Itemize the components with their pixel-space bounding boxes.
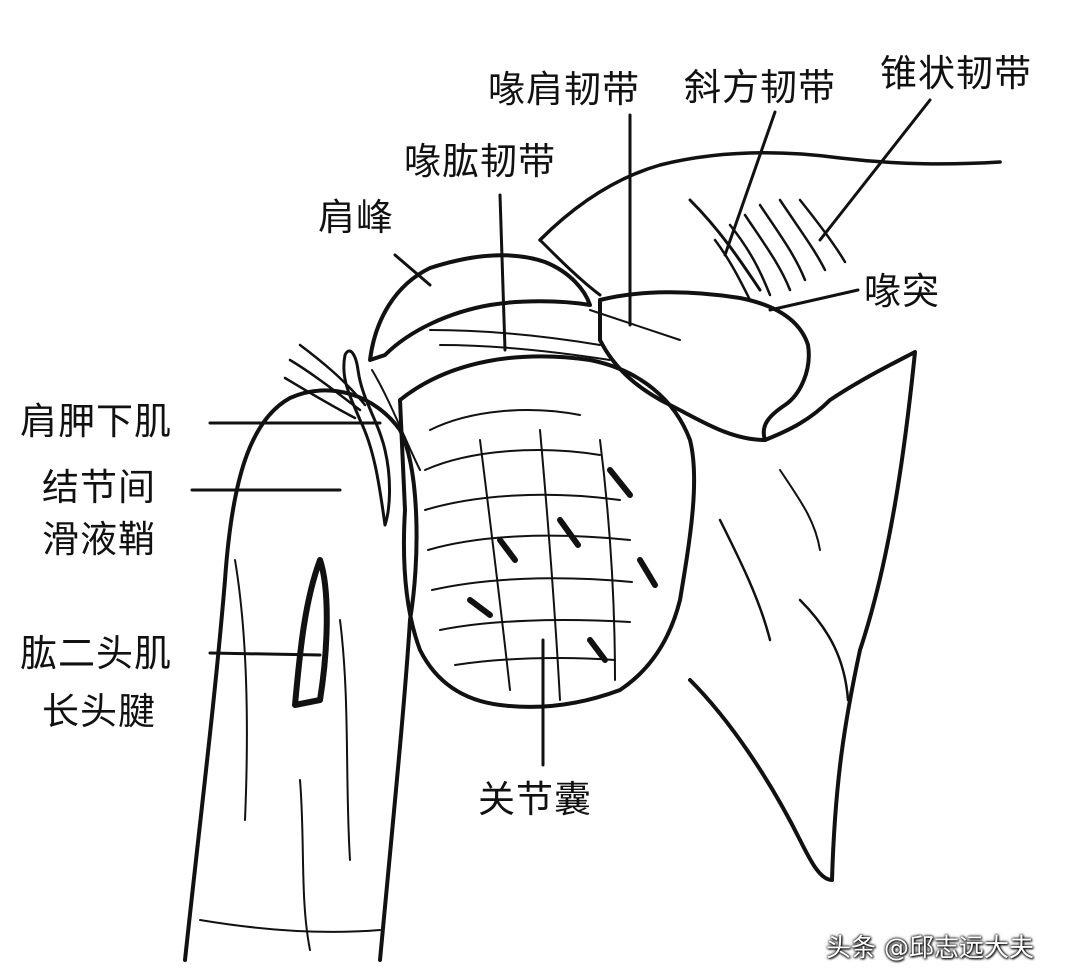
- scapula-outline: [688, 350, 917, 882]
- label-intertubercular-sheath-line1: 结节间: [42, 466, 156, 509]
- watermark: 头条 @邱志远大夫: [826, 933, 1034, 962]
- label-conoid-ligament: 锥状韧带: [880, 52, 1032, 95]
- coracohumeral-fibres: [429, 309, 681, 361]
- label-intertubercular-sheath-line2: 滑液鞘: [42, 518, 156, 561]
- label-coracoid-process: 喙突: [864, 270, 940, 313]
- clavicle-outline: [538, 150, 1002, 242]
- humerus-outline: [183, 388, 419, 962]
- label-joint-capsule: 关节囊: [478, 778, 592, 821]
- acromion-outline: [368, 253, 592, 362]
- label-trapezoid-ligament: 斜方韧带: [684, 66, 836, 109]
- label-coracoacromial-ligament: 喙肩韧带: [488, 68, 640, 111]
- label-subscapularis: 肩胛下肌: [20, 400, 172, 443]
- label-acromion: 肩峰: [318, 196, 394, 239]
- label-biceps-tendon-line1: 肱二头肌: [20, 632, 172, 675]
- joint-capsule-outline: [398, 354, 697, 709]
- capsule-shading: [467, 467, 658, 663]
- label-coracohumeral-ligament: 喙肱韧带: [404, 140, 556, 183]
- label-biceps-tendon-line2: 长头腱: [42, 690, 156, 733]
- biceps-groove: [292, 557, 330, 708]
- leader-lines: [190, 98, 932, 767]
- synovial-sheath: [342, 349, 392, 527]
- ligament-fibres: [713, 198, 847, 302]
- capsule-fibres: [424, 409, 633, 701]
